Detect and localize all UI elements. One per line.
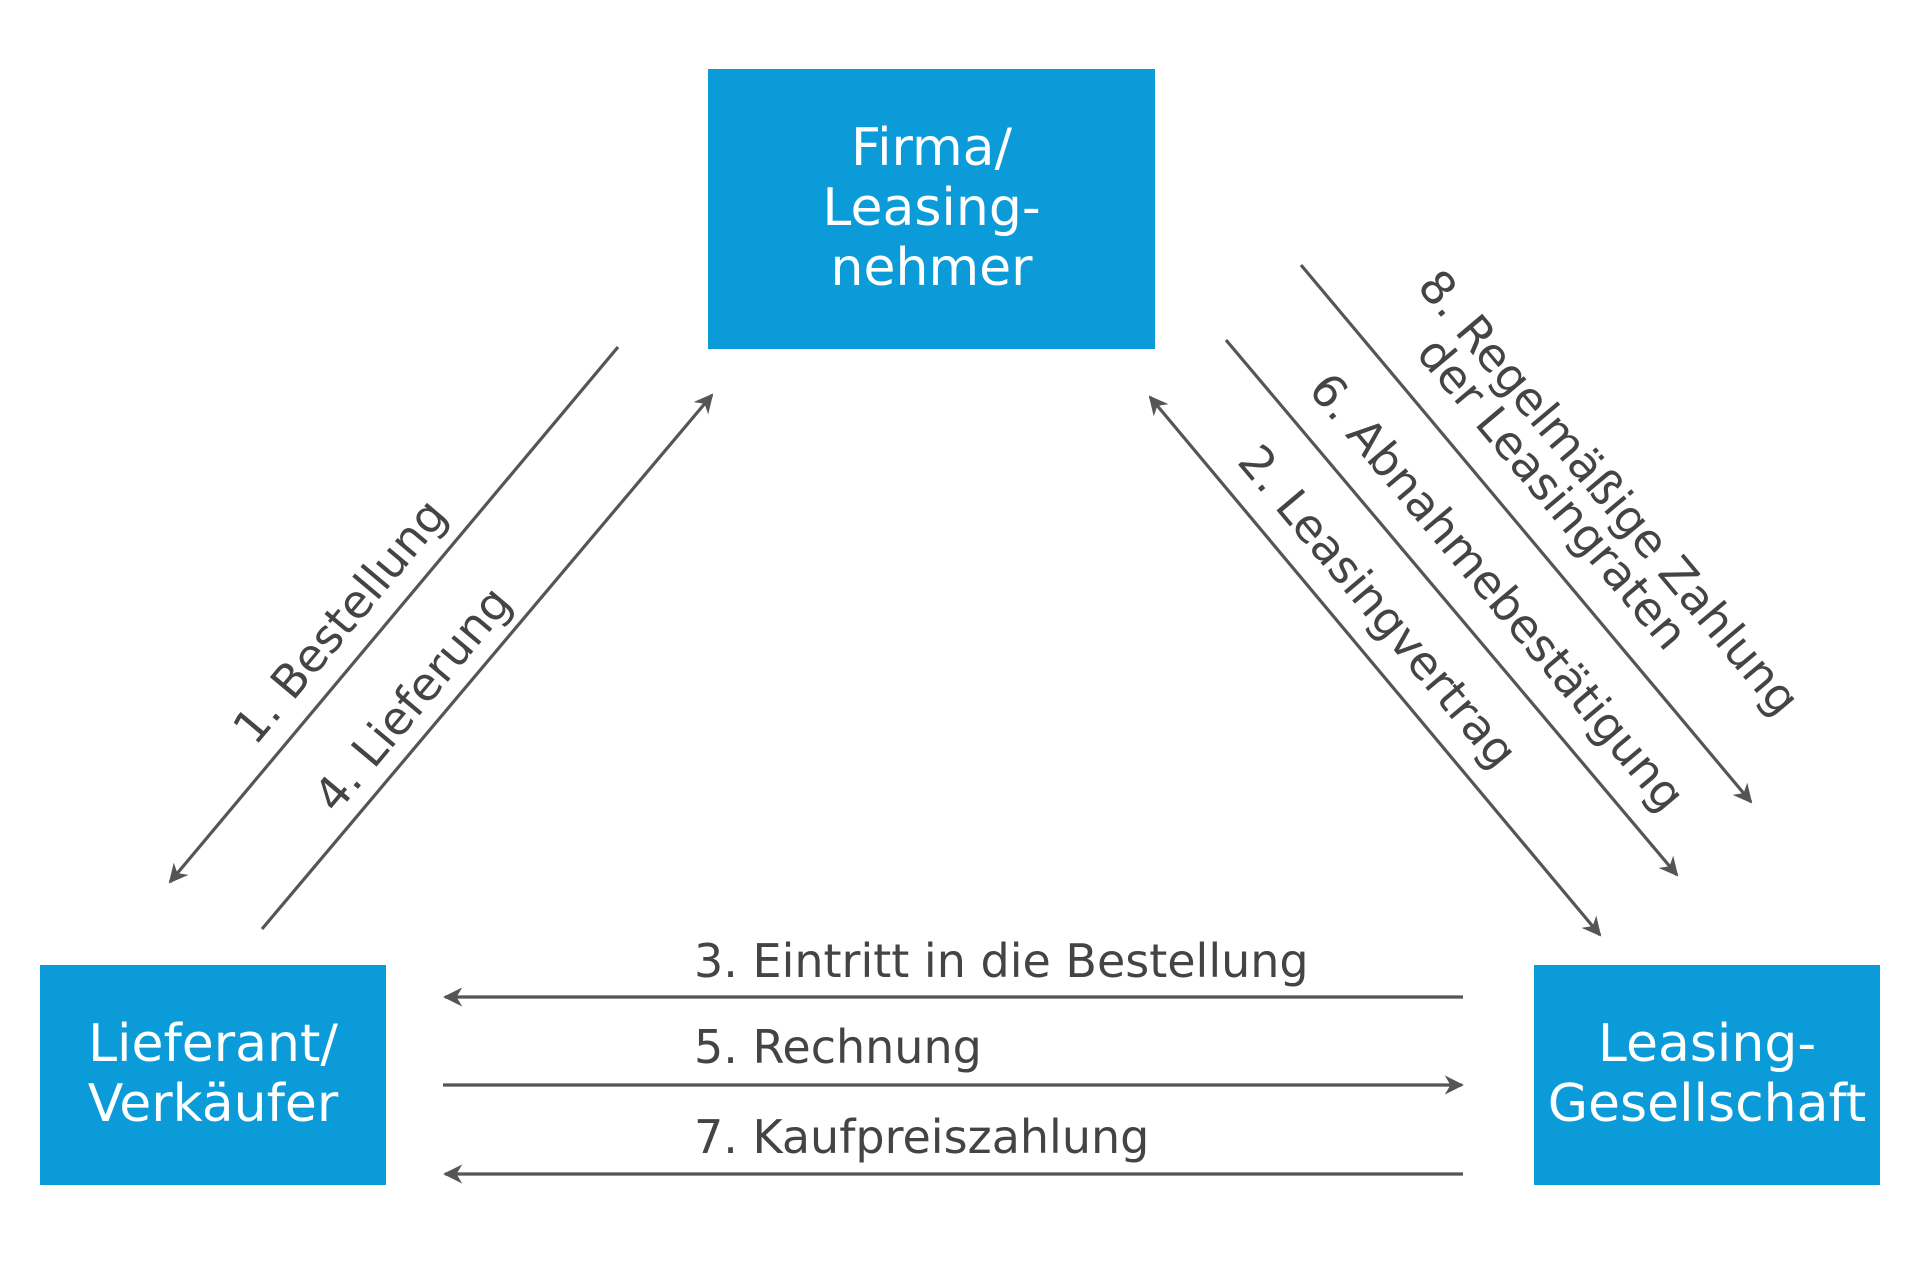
- node-lieferant-line-1: Lieferant/: [88, 1014, 338, 1075]
- label-rechnung: 5. Rechnung: [694, 1020, 982, 1074]
- node-firma-line-1: Firma/: [850, 118, 1013, 179]
- node-leasing-line-2: Gesellschaft: [1547, 1074, 1867, 1134]
- label-kaufpreiszahlung: 7. Kaufpreiszahlung: [694, 1110, 1149, 1164]
- node-lieferant-verkaeufer: Lieferant/ Verkäufer: [40, 965, 386, 1185]
- node-firma-line-2: Leasing-: [822, 178, 1041, 239]
- node-leasing-gesellschaft: Leasing- Gesellschaft: [1534, 965, 1880, 1185]
- node-lieferant-line-2: Verkäufer: [87, 1074, 339, 1134]
- node-firma-line-3: nehmer: [830, 237, 1033, 298]
- label-raten-line-1: 8. Regelmäßige Zahlung: [1408, 259, 1811, 725]
- arrow-abnahmebestaetigung: [1224, 338, 1679, 877]
- arrow-leasingvertrag: [1148, 395, 1602, 937]
- node-leasing-line-1: Leasing-: [1597, 1014, 1817, 1075]
- node-firma-leasingnehmer: Firma/ Leasing- nehmer: [708, 69, 1155, 349]
- arrow-bestellung: [168, 345, 620, 884]
- label-eintritt: 3. Eintritt in die Bestellung: [694, 934, 1309, 988]
- arrow-regelmaessige-zahlung: [1299, 263, 1753, 804]
- arrow-lieferung: [260, 393, 714, 931]
